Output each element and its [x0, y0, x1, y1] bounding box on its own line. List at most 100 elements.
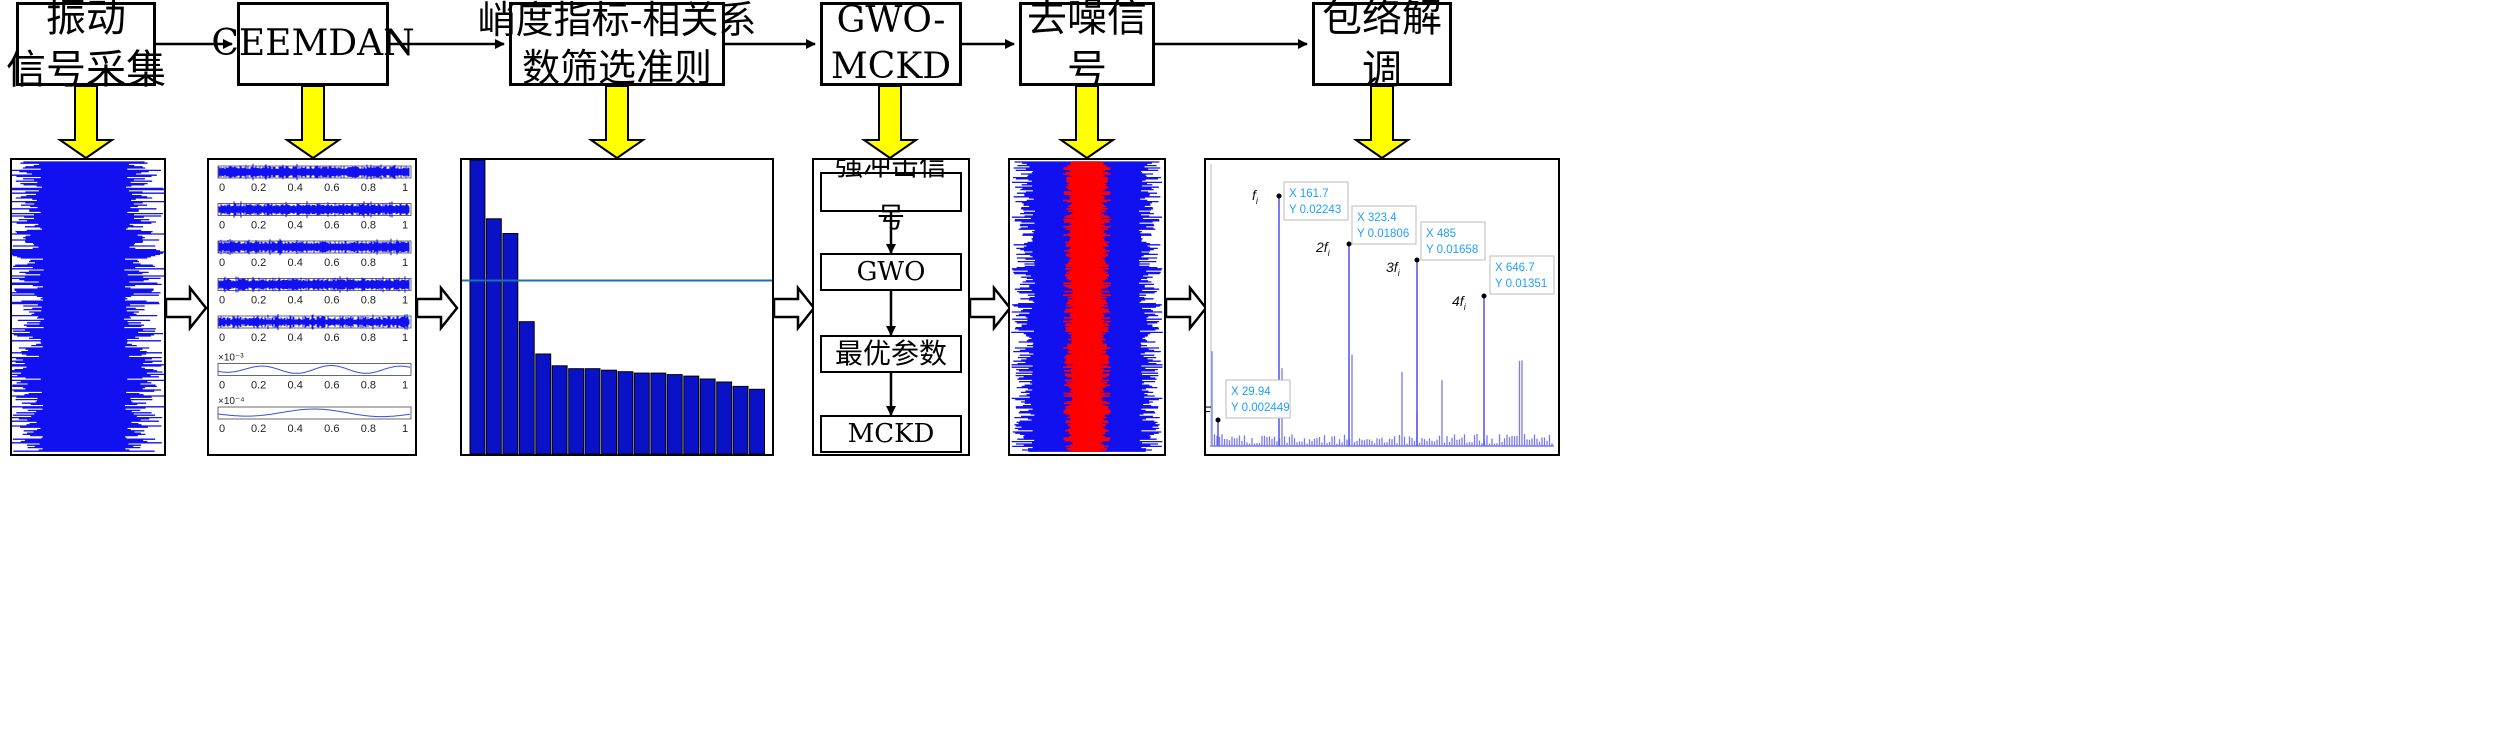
hollow-arrow — [1164, 284, 1208, 332]
peak-label-sub: i — [1398, 268, 1401, 278]
flow-strong-impulse: 强冲击信号 — [820, 160, 962, 234]
imf-tick-label: 0.4 — [288, 220, 303, 232]
imf-exponent-label: ×10⁻⁴ — [218, 396, 245, 407]
step-label: GWO- MCKD — [830, 0, 952, 87]
hollow-arrow — [968, 284, 1012, 332]
datatip-box — [1351, 205, 1417, 245]
imf-tick-label: 0.2 — [251, 423, 266, 435]
hollow-arrow — [772, 284, 816, 332]
datatip-y: Y 0.01351 — [1495, 278, 1547, 290]
imf-trace — [217, 365, 411, 374]
step-vibration-acquisition: 振动 信号采集 — [6, 0, 166, 93]
imf-tick-label: 0.2 — [251, 257, 266, 269]
datatip-y: Y 0.01806 — [1357, 228, 1409, 240]
imf-trace — [217, 408, 411, 418]
imf-tick-label: 0.6 — [324, 332, 339, 344]
raw-signal-plot — [12, 161, 164, 452]
datatip-box — [1225, 379, 1291, 419]
step-label: 去噪信号 — [1027, 0, 1147, 93]
flow-label: GWO — [856, 257, 926, 287]
kurtosis-bar — [650, 372, 667, 454]
imf-tick-label: 0.4 — [288, 332, 303, 344]
kurtosis-bar — [716, 381, 733, 454]
peak-label-sub: i — [1256, 196, 1259, 206]
flow-label: 强冲击信号 — [834, 158, 947, 234]
peak-label: 3fi — [1386, 259, 1401, 278]
peak-label-mult: 3 — [1386, 259, 1394, 275]
step-envelope-demodulation: 包络解调 — [1312, 0, 1452, 93]
imf-tick-label: 0.6 — [324, 423, 339, 435]
imf-tick-label: 0 — [219, 257, 225, 269]
imf-tick-label: 0 — [219, 220, 225, 232]
imf-tick-label: 0.4 — [288, 182, 303, 194]
imf-tick-label: 1 — [402, 423, 408, 435]
yellow-arrow — [56, 85, 116, 160]
imf-tick-label: 1 — [402, 332, 408, 344]
yellow-arrow — [283, 85, 343, 160]
kurtosis-bar — [584, 368, 601, 454]
imf-tick-label: 0.8 — [361, 257, 376, 269]
imf-tick-label: 0.4 — [288, 257, 303, 269]
flow-label: 最优参数 — [834, 337, 947, 370]
imf-trace — [218, 163, 410, 181]
imf-tick-label: 0.8 — [361, 220, 376, 232]
datatip-x: X 485 — [1426, 228, 1456, 240]
kurtosis-bar-chart — [462, 160, 772, 454]
raw-signal-trace — [12, 161, 164, 452]
hollow-arrow — [164, 284, 208, 332]
imf-trace — [218, 201, 410, 218]
flow-gwo: GWO — [820, 253, 962, 291]
step-gwo-mckd: GWO- MCKD — [820, 0, 962, 87]
kurtosis-bar — [683, 375, 700, 454]
imf-axes — [217, 165, 412, 179]
step-label: 峭度指标-相关系 数筛选准则 — [477, 0, 757, 90]
spectrum-noise-stems — [1211, 351, 1553, 446]
peak-datatip: X 323.4 Y 0.01806 — [1351, 205, 1417, 245]
peak-datatip: X 646.7 Y 0.01351 — [1489, 255, 1555, 295]
flow-optimal-params: 最优参数 — [820, 335, 962, 373]
datatip-y: Y 0.02243 — [1289, 204, 1341, 216]
mckd-flow-panel: 强冲击信号 GWO 最优参数 MCKD — [812, 158, 970, 456]
datatip-x: X 29.94 — [1231, 386, 1271, 398]
kurtosis-bar — [518, 321, 535, 454]
datatip-box — [1489, 255, 1555, 295]
peak-label: 2fi — [1315, 239, 1331, 258]
imf-tick-label: 0 — [219, 295, 225, 307]
peak-datatip: X 29.94Y 0.002449 — [1225, 379, 1291, 419]
imf-axes — [217, 278, 412, 291]
imf-tick-label: 0 — [219, 380, 225, 392]
kurtosis-bar — [666, 374, 683, 454]
imf-tick-label: 0.6 — [324, 295, 339, 307]
imf-plots: 0 0.2 0.4 0.6 0.8 1 0 0.2 0.4 0.6 0.8 1 0 0.2 0.4 0.6 0.… — [217, 163, 412, 435]
datatip-x: X 646.7 — [1495, 262, 1535, 274]
imf-tick-label: 0.8 — [361, 332, 376, 344]
kurtosis-bar — [485, 218, 502, 454]
peak-label: fi — [1252, 187, 1259, 206]
imf-tick-label: 0.6 — [324, 380, 339, 392]
yellow-down-arrows — [56, 85, 1412, 160]
peak-marker — [1276, 193, 1282, 199]
yellow-arrow — [587, 85, 647, 160]
imf-trace — [218, 276, 410, 293]
peak-label-symbol: F — [1206, 403, 1212, 419]
kurtosis-bar — [502, 233, 519, 454]
imf-tick-label: 0.6 — [324, 220, 339, 232]
denoised-signal-panel — [1008, 158, 1166, 456]
imf-tick-label: 1 — [402, 257, 408, 269]
peak-label-mult: 2 — [1315, 239, 1324, 255]
peak-marker — [1414, 257, 1420, 263]
kurtosis-bar — [601, 369, 618, 454]
imf-tick-label: 0.8 — [361, 380, 376, 392]
imf-axes — [217, 203, 412, 216]
imf-tick-label: 0.2 — [251, 295, 266, 307]
raw-signal-panel — [10, 158, 166, 456]
datatip-x: X 323.4 — [1357, 212, 1397, 224]
imf-tick-label: 0.8 — [361, 295, 376, 307]
kurtosis-bar — [617, 371, 634, 454]
kurtosis-panel — [460, 158, 774, 456]
datatip-box — [1420, 221, 1486, 261]
imf-tick-label: 1 — [402, 182, 408, 194]
peak-marker — [1346, 241, 1352, 247]
imf-tick-label: 0.2 — [251, 220, 266, 232]
